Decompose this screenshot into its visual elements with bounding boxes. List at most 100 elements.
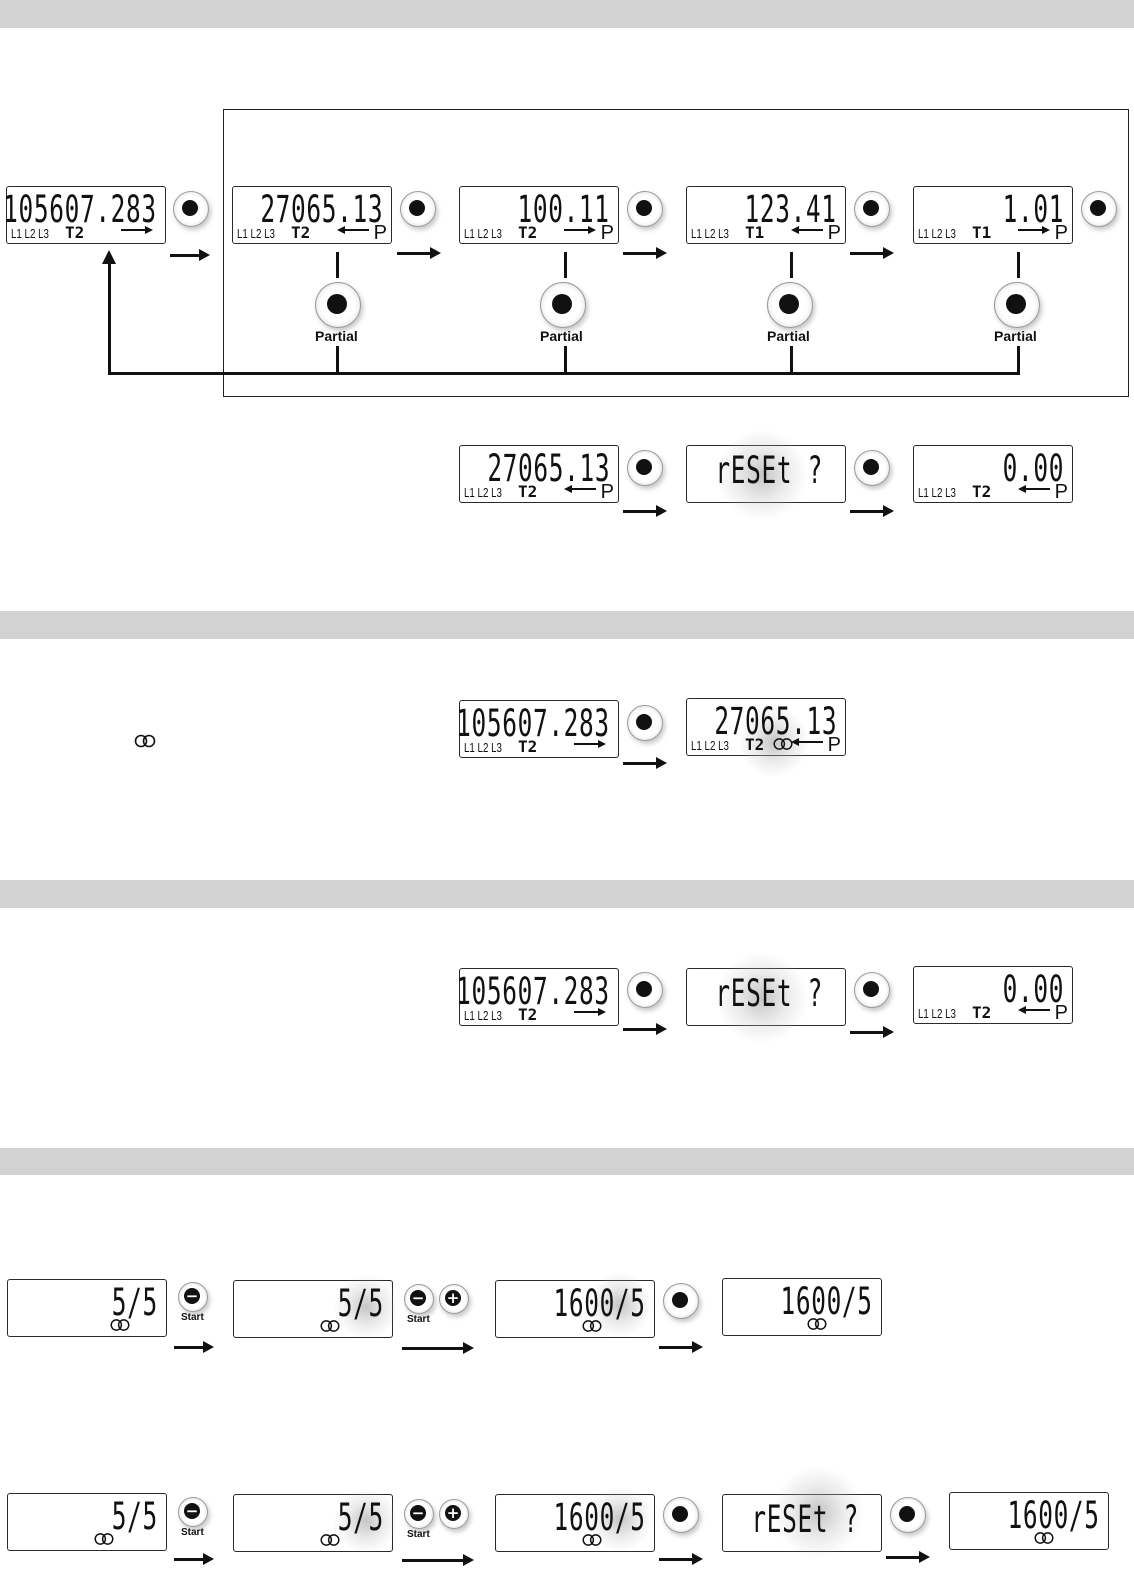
import-arrow-icon <box>1018 485 1050 493</box>
partial-flag: P <box>1054 222 1068 244</box>
tariff-indicator: T2 <box>972 482 992 501</box>
lcd-display: 105607.283 L1 L2 L3 T2 <box>3 186 166 244</box>
minus-button-icon <box>404 1284 434 1314</box>
partial-flag: P <box>600 481 614 503</box>
current-transformer-icon <box>320 1320 340 1332</box>
lcd-display: 27065.13 L1 L2 L3 T2 P <box>459 445 619 503</box>
tariff-indicator: T2 <box>65 223 85 242</box>
flow-arrow <box>402 1342 474 1354</box>
lcd-value: 0.00 <box>1002 447 1064 490</box>
tariff-indicator: T2 <box>518 1005 538 1024</box>
button-dot <box>636 714 652 730</box>
export-arrow-icon <box>574 1008 606 1016</box>
connector-line <box>790 346 793 374</box>
lcd-display: 27065.13 L1 L2 L3 T2 P <box>232 186 392 244</box>
partial-label: Partial <box>315 328 358 344</box>
button-dot <box>779 294 799 314</box>
minus-symbol: − <box>410 1504 426 1522</box>
lcd-value: rESEt ? <box>751 1498 859 1541</box>
lcd-value: 5/5 <box>337 1282 384 1325</box>
export-arrow-icon <box>574 740 606 748</box>
flow-arrow <box>402 1554 474 1566</box>
tariff-indicator: T2 <box>291 223 311 242</box>
connector-line <box>1017 252 1020 278</box>
tariff-indicator: T2 <box>518 737 538 756</box>
connector-line <box>336 252 339 278</box>
plus-symbol: + <box>445 1289 461 1307</box>
lcd-display: rESEt ? <box>686 953 846 1043</box>
button-dot <box>636 981 652 997</box>
button-dot <box>1090 200 1106 216</box>
lcd-display: 5/5 <box>233 1275 398 1339</box>
flow-arrow <box>659 1341 703 1353</box>
lcd-display: 1600/5 <box>949 1492 1109 1550</box>
section-header-band-4 <box>0 1148 1134 1175</box>
tariff-indicator: T2 <box>518 223 538 242</box>
lcd-value: 27065.13 <box>487 447 610 490</box>
partial-flag: P <box>373 222 387 244</box>
button-dot <box>863 459 879 475</box>
phase-indicators: L1 L2 L3 <box>464 485 502 500</box>
import-arrow-icon <box>564 485 596 493</box>
lcd-display: 1600/5 <box>495 1273 655 1338</box>
current-transformer-icon <box>134 734 156 748</box>
flow-arrow <box>623 505 667 517</box>
lcd-display: 0.00 L1 L2 L3 T2 P <box>913 966 1073 1024</box>
tariff-indicator: T2 <box>972 1003 992 1022</box>
lcd-value: 1600/5 <box>553 1496 646 1539</box>
connector-line <box>790 252 793 278</box>
partial-flag: P <box>1054 1002 1068 1024</box>
partial-label: Partial <box>767 328 810 344</box>
lcd-display: 100.11 L1 L2 L3 T2 P <box>459 186 619 244</box>
flow-arrow <box>174 1553 214 1565</box>
lcd-value: 27065.13 <box>714 700 837 743</box>
lcd-display: 5/5 <box>7 1493 167 1551</box>
phase-indicators: L1 L2 L3 <box>464 226 502 241</box>
import-arrow-icon <box>791 738 823 746</box>
section-header-band-3 <box>0 880 1134 908</box>
current-transformer-icon <box>1034 1532 1054 1544</box>
start-label: Start <box>181 1312 204 1323</box>
flashing-highlight-icon <box>334 1489 398 1553</box>
current-transformer-icon <box>582 1534 602 1546</box>
start-label: Start <box>181 1527 204 1538</box>
lcd-value: 1600/5 <box>780 1280 873 1323</box>
minus-symbol: − <box>410 1289 426 1307</box>
flow-arrow <box>170 249 210 261</box>
phase-indicators: L1 L2 L3 <box>464 740 502 755</box>
partial-flag: P <box>827 222 841 244</box>
connector-line <box>336 346 339 374</box>
lcd-value: 5/5 <box>337 1496 384 1539</box>
tariff-indicator: T2 <box>518 482 538 501</box>
current-transformer-icon <box>807 1318 827 1330</box>
tariff-indicator: T1 <box>972 223 992 242</box>
flashing-highlight-icon <box>588 1487 652 1551</box>
phase-indicators: L1 L2 L3 <box>691 738 729 753</box>
partial-flag: P <box>600 222 614 244</box>
import-arrow-icon <box>1018 1006 1050 1014</box>
button-dot <box>899 1506 915 1522</box>
lcd-value: 1600/5 <box>553 1282 646 1325</box>
import-arrow-icon <box>791 226 823 234</box>
loop-return-up-line <box>108 262 111 375</box>
flow-arrow <box>850 1026 894 1038</box>
flashing-highlight-icon <box>717 953 807 1043</box>
flow-arrow <box>174 1341 214 1353</box>
current-transformer-icon <box>110 1319 130 1331</box>
partial-label: Partial <box>994 328 1037 344</box>
button-dot <box>409 200 425 216</box>
phase-indicators: L1 L2 L3 <box>691 226 729 241</box>
flow-arrow <box>623 757 667 769</box>
tariff-indicator: T1 <box>745 223 765 242</box>
current-transformer-icon <box>94 1533 114 1545</box>
flashing-highlight-icon <box>588 1273 652 1337</box>
export-arrow-icon <box>1018 226 1050 234</box>
start-label: Start <box>407 1529 430 1540</box>
flashing-highlight-icon <box>717 430 807 520</box>
lcd-display: 1.01 L1 L2 L3 T1 P <box>913 186 1073 244</box>
plus-symbol: + <box>445 1504 461 1522</box>
lcd-display: 0.00 L1 L2 L3 T2 P <box>913 445 1073 503</box>
phase-indicators: L1 L2 L3 <box>237 226 275 241</box>
button-dot <box>327 294 347 314</box>
flashing-highlight-icon <box>773 1467 863 1557</box>
